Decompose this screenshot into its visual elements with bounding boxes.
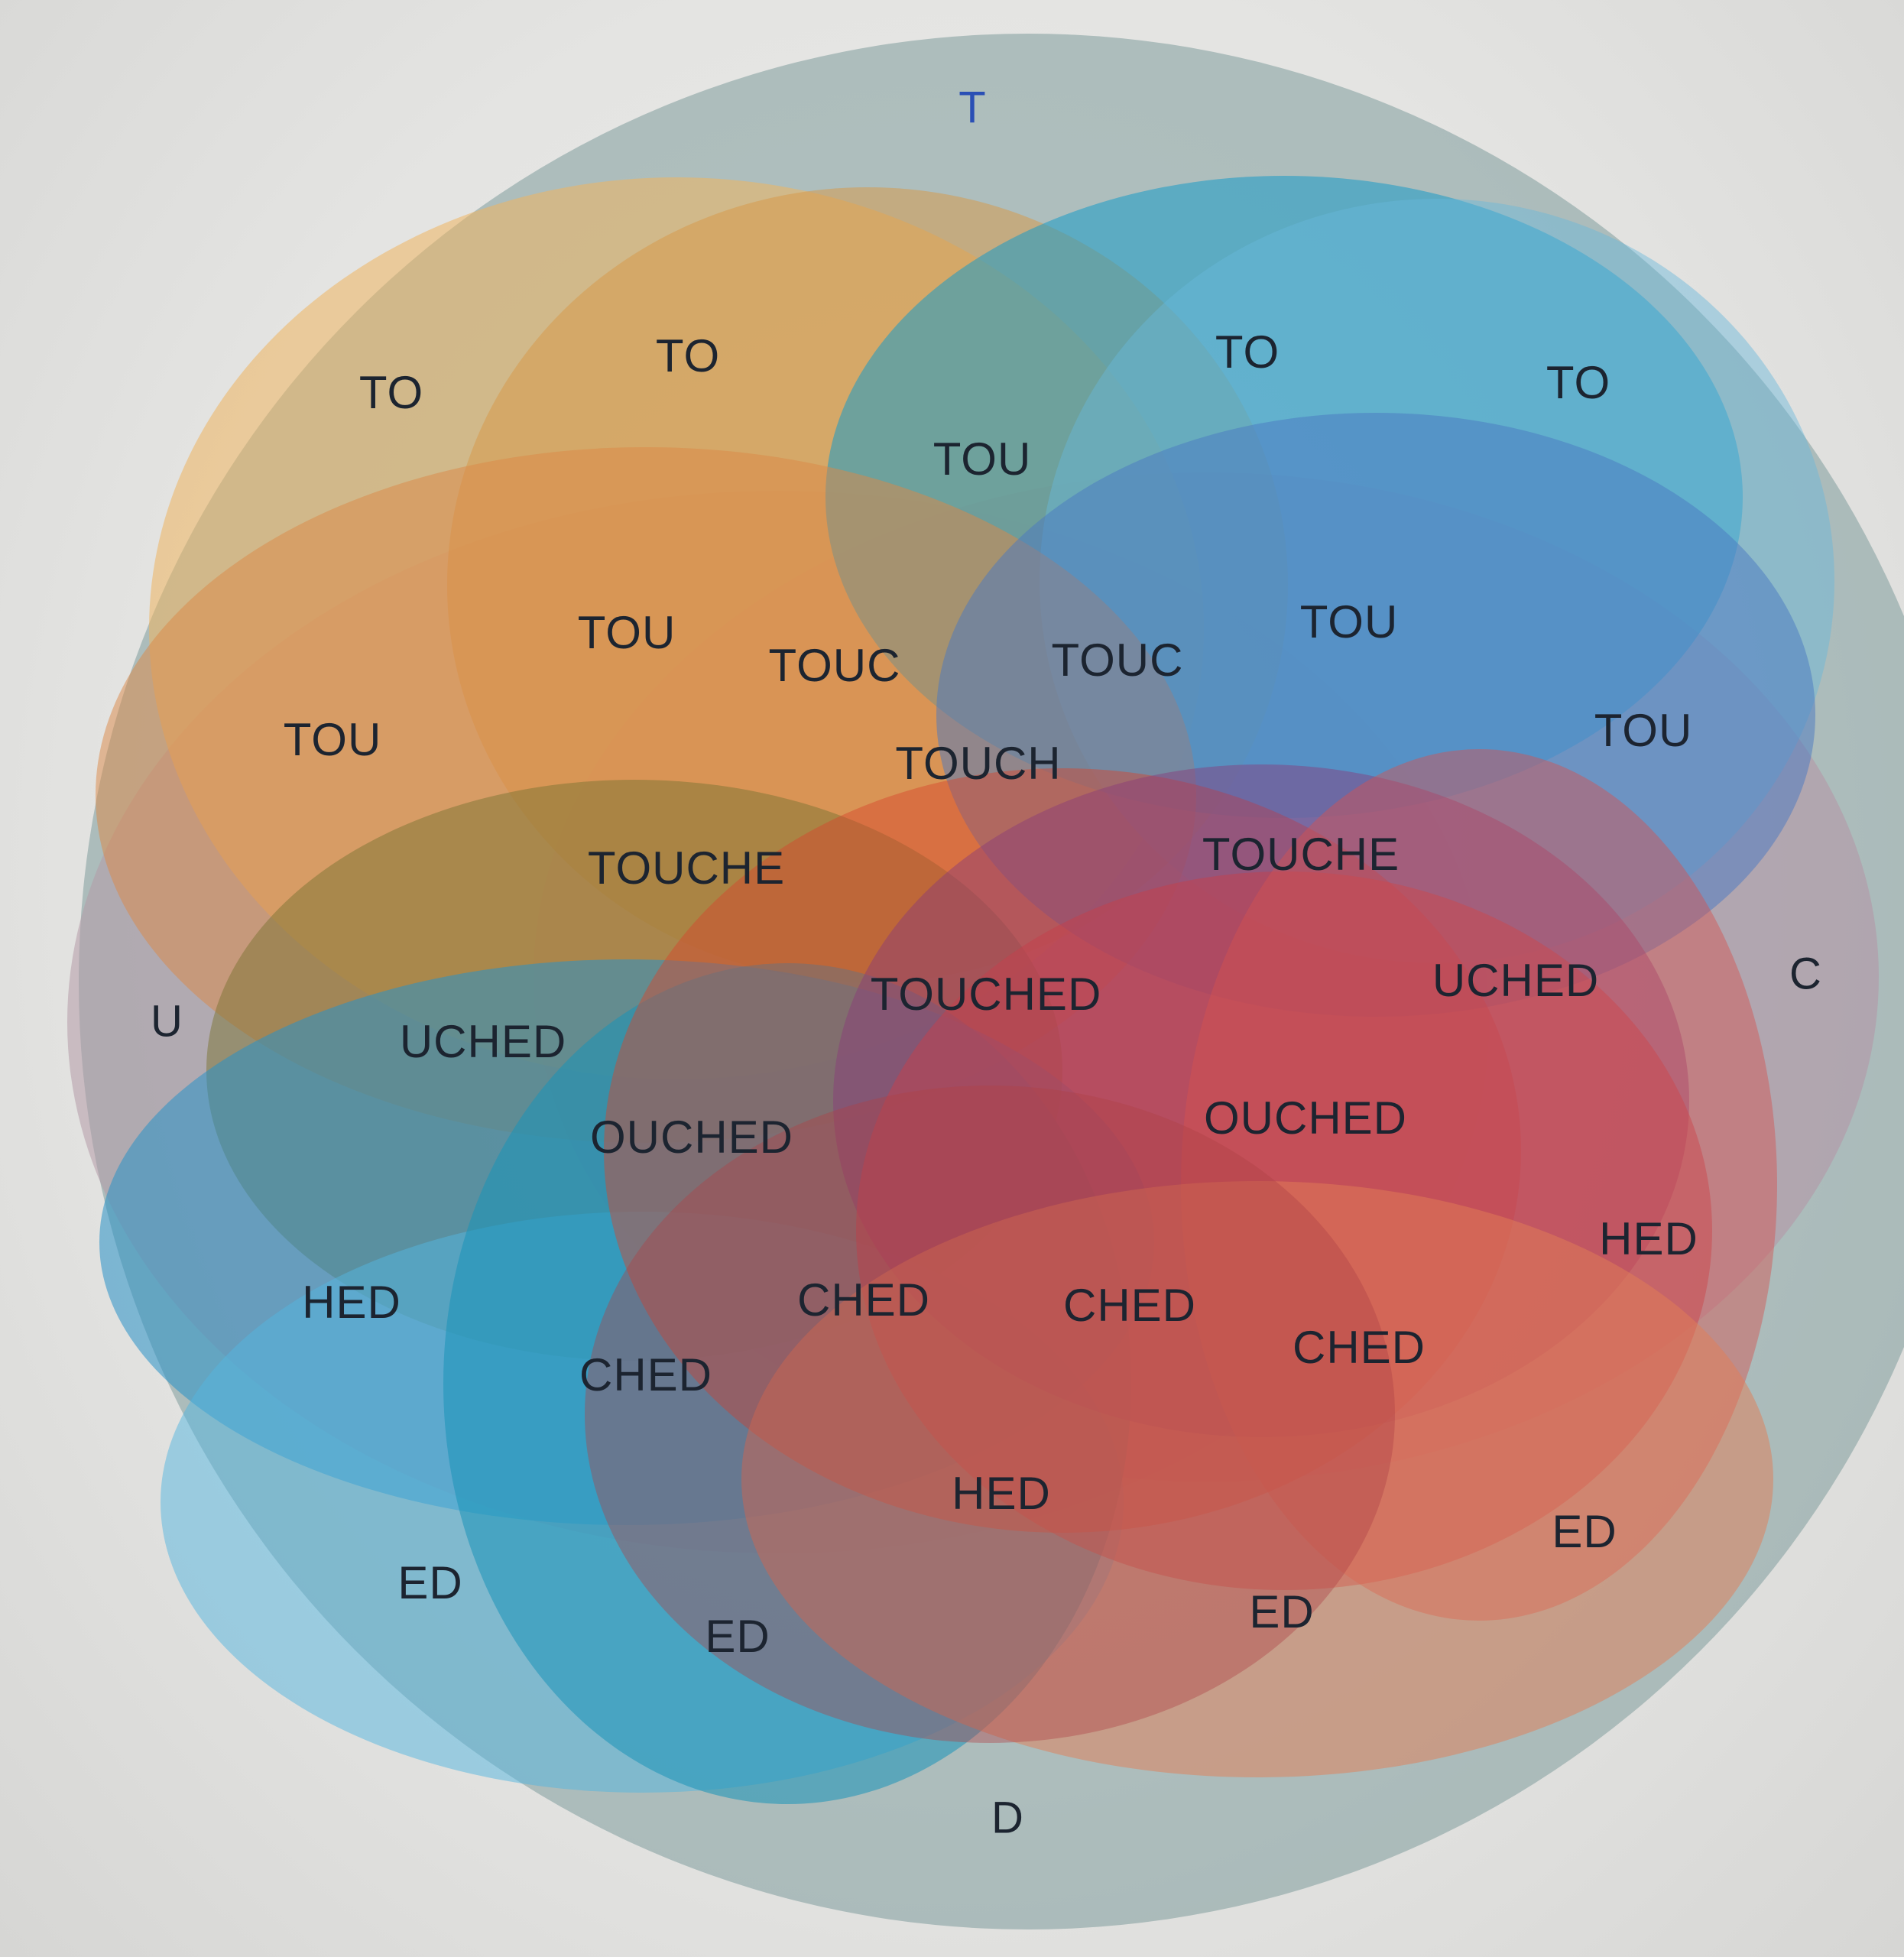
region-label-ed-1: ED [397,1557,462,1608]
region-label-touche-left: TOUCHE [588,842,785,894]
region-label-hed-left: HED [302,1277,401,1328]
ellipse-ed-right [741,1181,1773,1777]
region-label-ched-3: CHED [1063,1280,1196,1331]
region-label-tou-left-inner: TOU [578,607,676,658]
set-letter-bottom: D [991,1793,1023,1842]
set-letters: T C D U [151,83,1821,1842]
region-label-touc-right: TOUC [1052,634,1184,686]
region-label-ed-4: ED [1552,1506,1617,1557]
set-letter-left: U [151,996,183,1046]
set-letter-top: T [958,83,985,132]
region-label-ched-2: CHED [797,1274,930,1326]
region-label-ched-4: CHED [1293,1322,1426,1373]
region-label-tou-left-outer: TOU [284,714,382,765]
region-label-ed-2: ED [705,1611,770,1662]
region-label-tou-right-outer: TOU [1594,705,1693,756]
region-label-hed-right: HED [1599,1213,1698,1264]
region-label-to-3: TO [1215,326,1280,378]
ellipse-hed-bottom [585,1086,1395,1743]
region-labels: TO TO TO TO TOU TOU TOU TOU TOU TOUC TOU… [284,326,1698,1662]
region-label-ed-3: ED [1249,1586,1314,1637]
region-label-ouched-right: OUCHED [1204,1092,1407,1144]
region-label-ouched-left: OUCHED [590,1112,793,1163]
ellipse-tou-right [936,413,1815,1017]
region-label-touche-right: TOUCHE [1202,829,1400,880]
region-label-to-1: TO [359,367,423,418]
region-label-touched: TOUCHED [871,969,1102,1020]
region-label-to-4: TO [1546,357,1610,408]
region-label-touc-left: TOUC [769,640,901,691]
ellipses-layer [67,34,1904,1929]
region-label-hed-bottom: HED [952,1468,1051,1519]
region-label-touch: TOUCH [895,738,1061,789]
region-label-to-2: TO [656,330,720,381]
region-label-tou-top: TOU [933,433,1032,485]
region-label-uched-left: UCHED [400,1016,566,1067]
region-label-ched-1: CHED [579,1349,712,1400]
set-letter-right: C [1789,949,1821,998]
region-label-tou-right-inner: TOU [1300,596,1399,647]
region-label-uched-right: UCHED [1432,955,1599,1006]
